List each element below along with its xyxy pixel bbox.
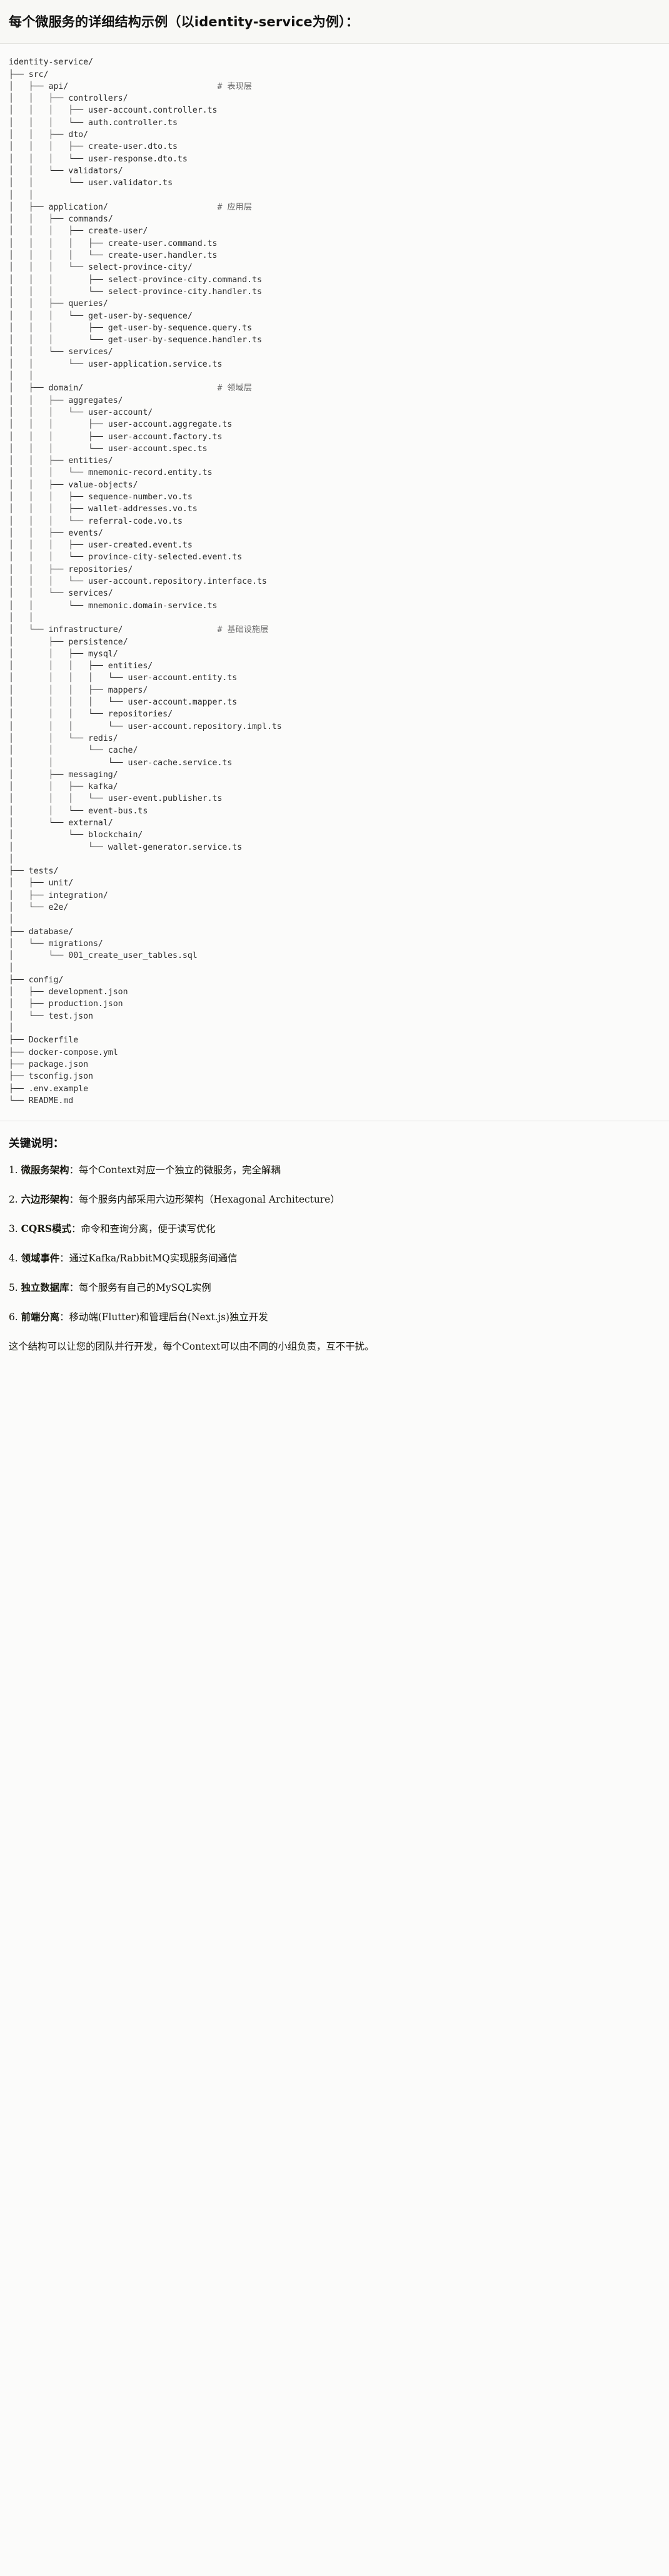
tree-layer-comment: # 基础设施层 [217, 625, 269, 635]
note-term: 微服务架构 [21, 1164, 69, 1176]
key-notes-footer: 这个结构可以让您的团队并行开发，每个Context可以由不同的小组负责，互不干扰… [9, 1341, 375, 1353]
title-section: 每个微服务的详细结构示例（以identity-service为例）： [0, 0, 669, 44]
note-desc: ：每个服务内部采用六边形架构（Hexagonal Architecture） [69, 1194, 340, 1205]
tree-layer-comment: # 应用层 [217, 202, 252, 212]
note-term: 独立数据库 [21, 1281, 69, 1293]
note-term: CQRS模式 [21, 1223, 71, 1235]
key-notes-heading: 关键说明： [9, 1138, 64, 1151]
note-desc: ：每个Context对应一个独立的微服务，完全解耦 [69, 1164, 281, 1176]
note-term: 领域事件 [21, 1252, 60, 1264]
list-item: 六边形架构：每个服务内部采用六边形架构（Hexagonal Architectu… [9, 1193, 660, 1208]
list-item: 微服务架构：每个Context对应一个独立的微服务，完全解耦 [9, 1163, 660, 1178]
note-desc: ：通过Kafka/RabbitMQ实现服务间通信 [59, 1252, 238, 1264]
note-desc: ：每个服务有自己的MySQL实例 [69, 1281, 211, 1293]
note-term: 六边形架构 [21, 1194, 69, 1205]
tree-layer-comment: # 领域层 [217, 384, 252, 394]
note-term: 前端分离 [21, 1311, 60, 1323]
key-notes-list: 微服务架构：每个Context对应一个独立的微服务，完全解耦 六边形架构：每个服… [9, 1163, 660, 1325]
list-item: CQRS模式：命令和查询分离，便于读写优化 [9, 1222, 660, 1237]
list-item: 前端分离：移动端(Flutter)和管理后台(Next.js)独立开发 [9, 1310, 660, 1325]
list-item: 领域事件：通过Kafka/RabbitMQ实现服务间通信 [9, 1251, 660, 1266]
note-desc: ：命令和查询分离，便于读写优化 [71, 1223, 216, 1235]
note-desc: ：移动端(Flutter)和管理后台(Next.js)独立开发 [59, 1311, 268, 1323]
tree-layer-comment: # 表现层 [217, 81, 252, 91]
directory-tree: identity-service/ ├── src/ │ ├── api/ # … [9, 58, 282, 1106]
page-root: 每个微服务的详细结构示例（以identity-service为例）： ident… [0, 0, 669, 1371]
list-item: 独立数据库：每个服务有自己的MySQL实例 [9, 1281, 660, 1296]
key-notes-section: 关键说明： 微服务架构：每个Context对应一个独立的微服务，完全解耦 六边形… [0, 1121, 669, 1372]
page-title: 每个微服务的详细结构示例（以identity-service为例）： [9, 14, 360, 29]
directory-tree-section: identity-service/ ├── src/ │ ├── api/ # … [0, 44, 669, 1122]
